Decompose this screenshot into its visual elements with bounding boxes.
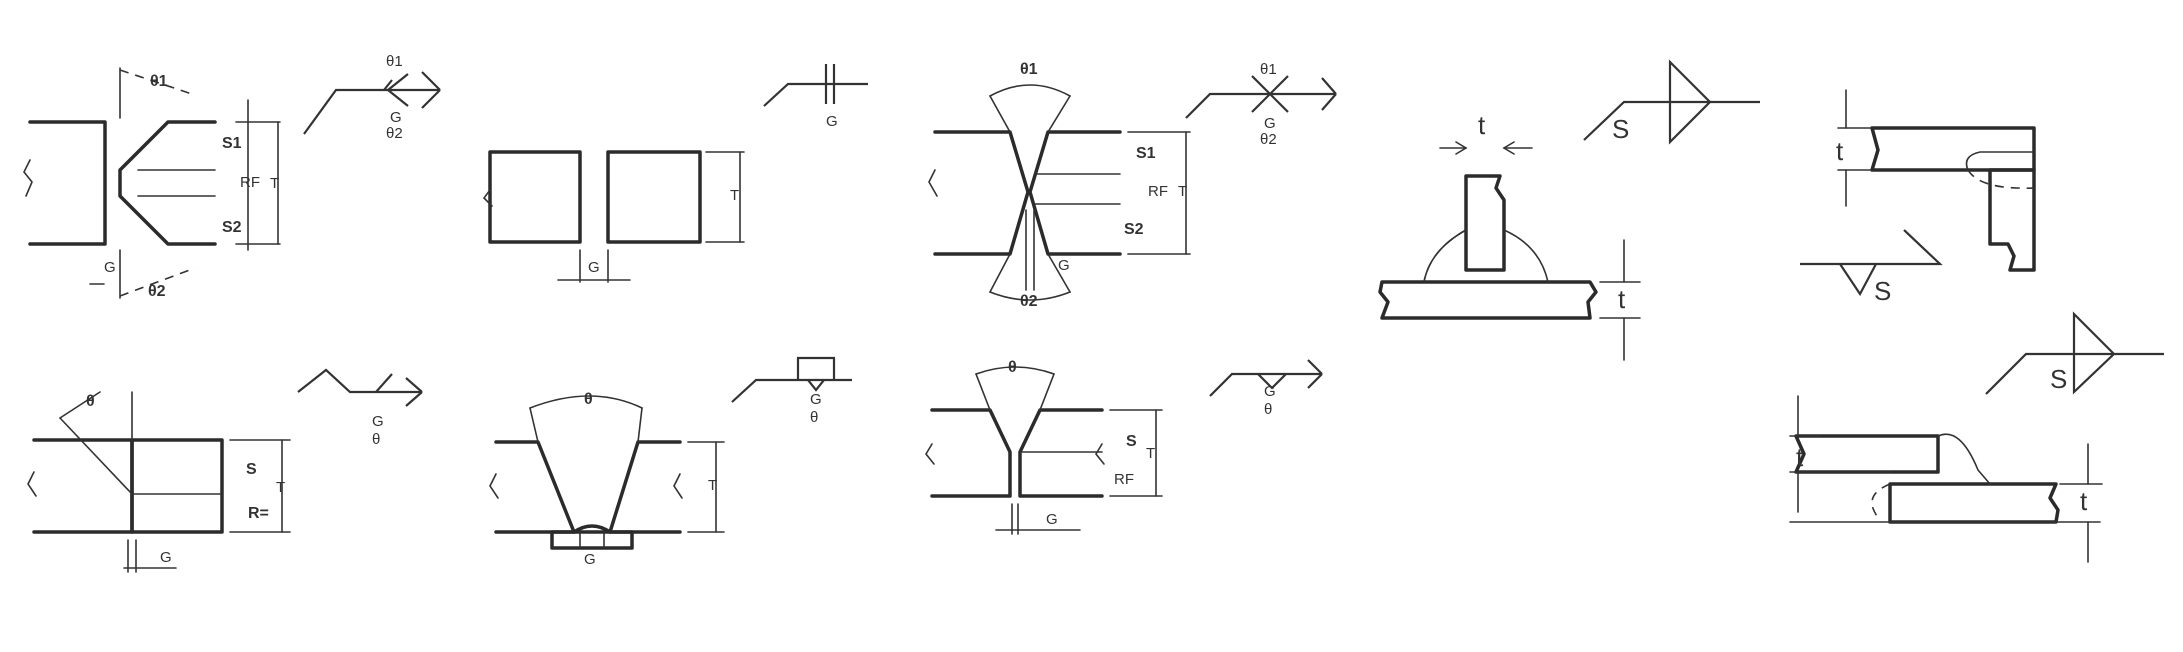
backing-strip [550,530,634,550]
svg-text:S1: S1 [1136,145,1156,162]
label-t-base: t [1618,284,1626,314]
weld-symbol-fillet-lap: S [1985,311,2164,395]
svg-text:S2: S2 [1124,221,1144,238]
svg-text:S: S [2050,364,2067,394]
right-plate [1018,408,1104,498]
upper-plate [1794,434,1940,474]
svg-text:T: T [730,187,739,204]
label-S1: S1 [222,135,242,152]
weld-symbol-double-v: θ1 G θ2 [1185,61,1337,148]
weld-symbol-v: G θ [1209,359,1323,418]
svg-text:S: S [1126,433,1137,450]
svg-text:G: G [1264,115,1276,132]
lower-plate [1888,482,2060,524]
double-v-joint: θ1 θ2 G S1 RF S2 T [928,61,1191,310]
svg-text:G: G [1046,511,1058,528]
horizontal-plate [1870,126,2036,172]
svg-text:θ2: θ2 [1260,131,1277,148]
double-bevel-joint: θ1 θ2 G S1 RF S2 T [23,67,281,300]
label-theta2: θ2 [148,283,166,300]
svg-text:G: G [584,551,596,568]
svg-text:θ: θ [372,431,380,448]
svg-text:G: G [390,109,402,126]
svg-text:RF: RF [1148,183,1168,200]
single-v-joint: θ G S T RF [925,359,1163,535]
weld-symbol-fillet-corner: S [1800,229,1943,306]
beveled-plate [118,120,217,246]
right-plate [606,150,702,244]
left-plate [933,130,1030,256]
base-plate [1378,280,1598,320]
weld-symbol-bevel: G θ [297,368,423,448]
label-G: G [104,259,116,276]
svg-text:G: G [588,259,600,276]
svg-text:θ: θ [810,409,818,426]
svg-text:T: T [276,479,285,496]
svg-text:t: t [1836,136,1844,166]
svg-text:G: G [1058,257,1070,274]
svg-text:G: G [1264,383,1276,400]
lap-joint: t t [1789,395,2103,563]
svg-text:G: G [810,391,822,408]
svg-text:θ: θ [584,391,593,408]
vertical-plate [1988,168,2036,272]
svg-text:T: T [1178,183,1187,200]
svg-text:θ: θ [1264,401,1272,418]
svg-text:G: G [160,549,172,566]
svg-text:RF: RF [1114,471,1134,488]
square-butt-joint: T G [482,150,745,283]
svg-text:t: t [2080,486,2088,516]
stem-plate [1464,174,1506,272]
svg-text:θ2: θ2 [386,125,403,142]
right-plate [1028,130,1122,256]
svg-text:θ1: θ1 [1020,61,1038,78]
right-plate [608,440,682,534]
left-plate [930,408,1012,498]
label-T: T [270,175,279,192]
svg-text:θ: θ [1008,359,1017,376]
svg-text:θ2: θ2 [1020,293,1038,310]
svg-text:G: G [826,113,838,130]
svg-text:G: G [372,413,384,430]
left-plate [494,440,576,534]
label-RF: RF [240,174,260,191]
svg-text:θ1: θ1 [1260,61,1277,78]
single-bevel-joint: θ G S T R= [27,391,291,573]
right-plate [130,438,224,534]
weld-symbol-v-backing: G θ [731,356,852,426]
t-joint-fillet: t t [1378,110,1641,361]
label-S2: S2 [222,219,242,236]
svg-text:T: T [708,477,717,494]
left-plate [28,120,107,246]
weld-symbol-square: G [763,64,868,130]
svg-text:θ1: θ1 [386,53,403,70]
corner-joint: t [1836,89,2036,272]
svg-text:S: S [246,461,257,478]
svg-text:S: S [1874,276,1891,306]
svg-text:S: S [1612,114,1629,144]
label-t-stem: t [1478,110,1486,140]
single-v-backing-joint: θ G T [489,391,725,568]
weld-symbol-double-bevel: θ1 G θ2 [303,53,441,142]
beveled-plate [32,438,134,534]
svg-text:θ: θ [86,393,95,410]
svg-text:R=: R= [248,505,269,522]
svg-text:t: t [1796,442,1804,472]
svg-text:T: T [1146,445,1155,462]
label-theta1: θ1 [150,73,168,90]
left-plate [488,150,582,244]
weld-symbol-fillet-top: S [1583,59,1760,145]
